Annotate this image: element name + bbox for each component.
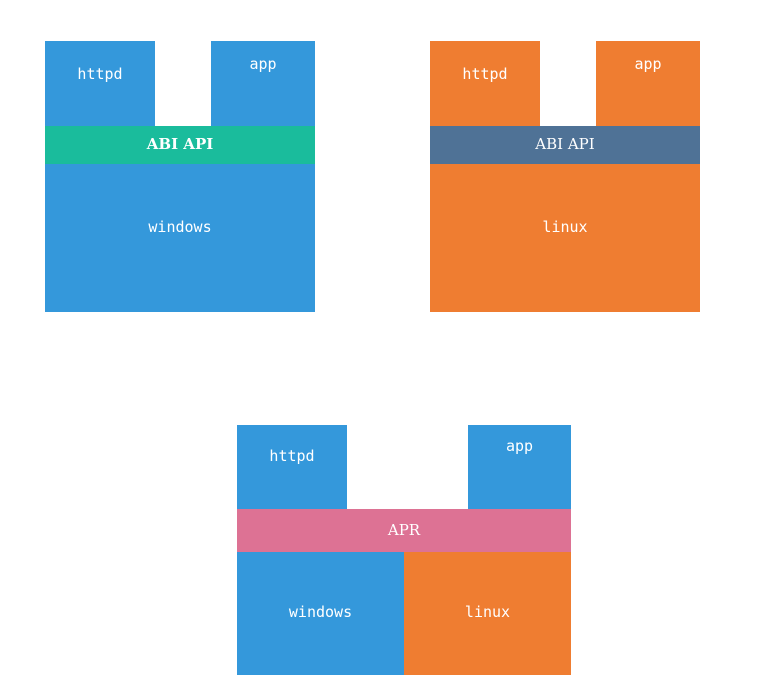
windows-os-label: windows (288, 603, 353, 621)
abi-api-layer: ABI API (430, 126, 700, 164)
windows-os-label: windows (148, 218, 212, 236)
abi-api-label: ABI API (535, 135, 595, 153)
app-block: app (211, 41, 315, 126)
abi-api-label: ABI API (146, 135, 214, 153)
linux-os-block: linux (430, 164, 700, 312)
app-label: app (505, 437, 534, 455)
app-block: app (596, 41, 700, 126)
linux-os-label: linux (542, 218, 588, 236)
httpd-label: httpd (269, 447, 315, 465)
windows-os-block: windows (45, 164, 315, 312)
abi-api-layer: ABI API (45, 126, 315, 164)
apr-layer: APR (237, 509, 571, 552)
apr-label: APR (387, 521, 421, 539)
app-label: app (249, 55, 277, 73)
httpd-block: httpd (237, 425, 347, 509)
httpd-label: httpd (462, 65, 508, 83)
linux-os-block: linux (404, 552, 571, 675)
app-label: app (634, 55, 662, 73)
windows-os-block: windows (237, 552, 404, 675)
httpd-label: httpd (77, 65, 123, 83)
linux-os-label: linux (464, 603, 511, 621)
httpd-block: httpd (430, 41, 540, 126)
httpd-block: httpd (45, 41, 155, 126)
app-block: app (468, 425, 571, 509)
